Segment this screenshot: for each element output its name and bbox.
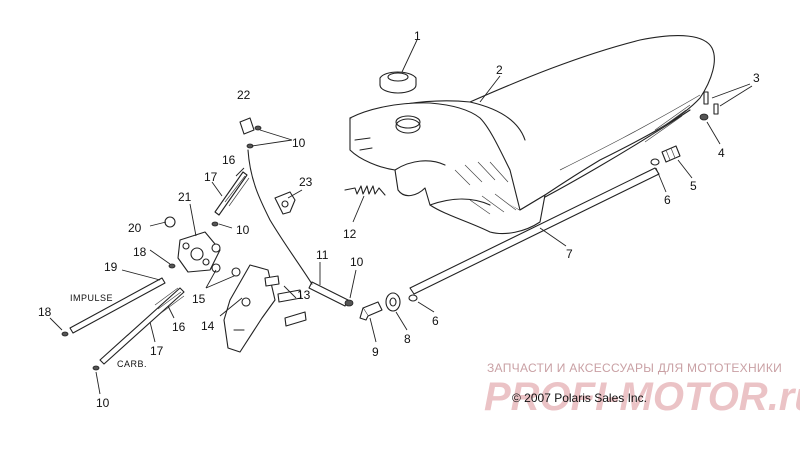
- leader-lines: [49, 39, 753, 395]
- carb-hose-label: CARB.: [117, 359, 147, 369]
- callout-17-upper: 17: [204, 170, 218, 184]
- clamp-10c: [92, 365, 100, 371]
- vent-line: [247, 149, 313, 285]
- callout-11: 11: [316, 248, 329, 262]
- callout-10-mid: 10: [236, 223, 250, 237]
- callout-4: 4: [718, 146, 725, 160]
- tee-fitting-22: [239, 117, 262, 149]
- cap-4: [699, 113, 709, 121]
- bolts-13: [264, 275, 307, 327]
- hose-clamp-6a: [650, 158, 660, 166]
- callout-23: 23: [299, 175, 313, 189]
- copyright-notice: © 2007 Polaris Sales Inc.: [512, 391, 647, 405]
- mount-bracket-14: [223, 264, 276, 353]
- fuel-cap: [379, 71, 417, 94]
- hose-17-upper: [224, 175, 250, 207]
- callout-3: 3: [753, 71, 760, 85]
- grommet-8: [385, 292, 401, 312]
- spring-12: [344, 185, 386, 196]
- watermark-caption: ЗАПЧАСТИ И АКСЕССУАРЫ ДЛЯ МОТОТЕХНИКИ: [487, 361, 782, 375]
- bracket-23: [274, 191, 296, 215]
- callout-18-upper: 18: [133, 245, 147, 259]
- fuel-pump-21: [177, 231, 221, 273]
- callout-20: 20: [128, 221, 142, 235]
- callout-15: 15: [192, 292, 206, 306]
- callout-6-lower: 6: [432, 314, 439, 328]
- callout-10-upper: 10: [292, 136, 306, 150]
- watermark-logo: PROFI-MOTOR.ru: [484, 375, 800, 419]
- callout-1: 1: [414, 29, 421, 43]
- fuel-hose-7: [409, 167, 660, 295]
- callout-5: 5: [690, 179, 697, 193]
- callout-6-upper: 6: [664, 193, 671, 207]
- callout-16-lower: 16: [172, 320, 186, 334]
- callout-18-lower: 18: [38, 305, 52, 319]
- hose-19: [69, 277, 166, 334]
- hose-17-lower: [99, 287, 185, 365]
- grommet-20: [164, 216, 176, 228]
- callout-12: 12: [343, 227, 357, 241]
- callout-16-upper: 16: [222, 153, 236, 167]
- clamp-18: [168, 263, 176, 269]
- clamp-10b: [211, 221, 219, 227]
- hose-16-upper: [214, 171, 248, 216]
- callout-17-lower: 17: [150, 344, 164, 358]
- clamp-10d: [344, 299, 354, 307]
- fuel-tank: [349, 102, 546, 235]
- callout-2: 2: [496, 63, 503, 77]
- hose-clamp-6b: [408, 294, 418, 302]
- callout-10-right: 10: [350, 255, 364, 269]
- callout-7: 7: [566, 247, 573, 261]
- fuel-valve-5: [661, 145, 681, 163]
- vent-nipple-3: [703, 91, 719, 115]
- impulse-hose-label: IMPULSE: [70, 293, 113, 303]
- clamp-18b: [61, 331, 69, 337]
- elbow-fitting-9: [359, 301, 383, 321]
- callout-10-lower: 10: [96, 396, 110, 410]
- callout-22: 22: [237, 88, 251, 102]
- spring-16-lower: [154, 287, 185, 314]
- callout-9: 9: [372, 345, 379, 359]
- callout-21: 21: [178, 190, 192, 204]
- fuel-hose-11: [308, 281, 349, 307]
- callout-8: 8: [404, 332, 411, 346]
- callout-13: 13: [297, 288, 311, 302]
- callout-numbers: 1 2 3 4 5 6 7 22 10 16 17 23 21 10 12 20…: [38, 29, 760, 410]
- grommet-15: [211, 243, 241, 277]
- callout-14: 14: [201, 319, 215, 333]
- callout-19: 19: [104, 260, 118, 274]
